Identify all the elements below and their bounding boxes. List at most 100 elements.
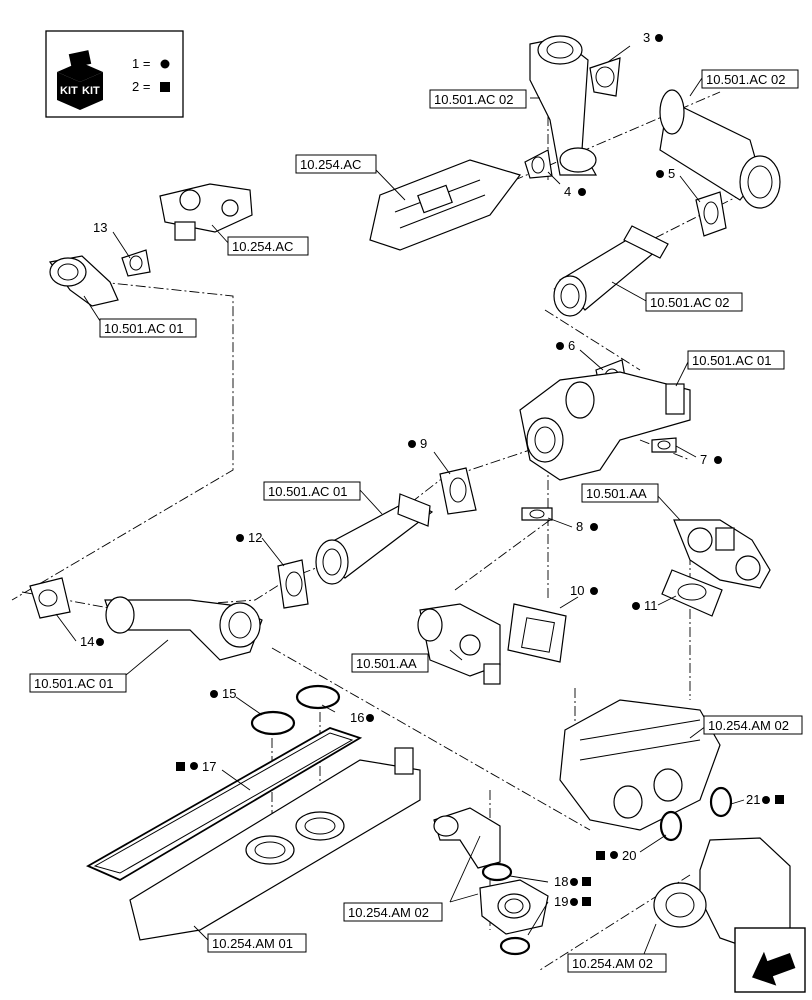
svg-text:10.254.AC: 10.254.AC bbox=[232, 239, 293, 254]
right-elbow-outlet bbox=[653, 837, 791, 953]
svg-text:10.254.AM 01: 10.254.AM 01 bbox=[212, 936, 293, 951]
legend-line-2: 2 = bbox=[132, 79, 150, 94]
gasket-10 bbox=[507, 603, 567, 663]
gasket-9 bbox=[439, 467, 477, 515]
svg-text:10.501.AC 02: 10.501.AC 02 bbox=[706, 72, 786, 87]
gasket-8 bbox=[521, 507, 553, 521]
callout-10: 10 bbox=[570, 583, 598, 598]
callout-13: 13 bbox=[93, 220, 107, 235]
callout-16: 16 bbox=[350, 710, 374, 725]
svg-text:21: 21 bbox=[746, 792, 760, 807]
svg-text:17: 17 bbox=[202, 759, 216, 774]
reference-labels: 10.501.AC 02 10.501.AC 02 10.254.AC 10.2… bbox=[29, 69, 803, 973]
svg-text:10: 10 bbox=[570, 583, 584, 598]
svg-text:10.501.AC 01: 10.501.AC 01 bbox=[34, 676, 114, 691]
ref-label[interactable]: 10.501.AC 01 bbox=[687, 350, 785, 370]
lower-elbow-pipe bbox=[104, 596, 263, 661]
top-elbow-pipe bbox=[529, 35, 598, 176]
oring-15 bbox=[250, 710, 296, 736]
svg-text:18: 18 bbox=[554, 874, 568, 889]
callout-21: 21 bbox=[746, 792, 784, 807]
ref-label[interactable]: 10.254.AM 02 bbox=[343, 902, 443, 922]
ref-label[interactable]: 10.254.AM 02 bbox=[567, 953, 667, 973]
svg-text:10.501.AC 02: 10.501.AC 02 bbox=[650, 295, 730, 310]
ref-label[interactable]: 10.501.AC 02 bbox=[645, 292, 743, 312]
svg-text:10.254.AM 02: 10.254.AM 02 bbox=[708, 718, 789, 733]
kit-box-icon: KIT KIT bbox=[57, 50, 103, 110]
oring-18 bbox=[481, 862, 513, 882]
svg-text:10.501.AC 01: 10.501.AC 01 bbox=[104, 321, 184, 336]
exhaust-manifold-center bbox=[519, 371, 691, 481]
long-cooler-pipe bbox=[315, 493, 434, 585]
callout-5: 5 bbox=[656, 166, 675, 181]
callout-12: 12 bbox=[236, 530, 262, 545]
intake-manifold bbox=[129, 747, 421, 941]
svg-text:13: 13 bbox=[93, 220, 107, 235]
callout-11: 11 bbox=[632, 598, 658, 613]
gasket-14 bbox=[29, 577, 71, 619]
svg-text:12: 12 bbox=[248, 530, 262, 545]
svg-text:20: 20 bbox=[622, 848, 636, 863]
next-page-arrow-icon[interactable] bbox=[734, 927, 806, 993]
legend-square-icon bbox=[160, 82, 170, 92]
ref-label[interactable]: 10.254.AM 02 bbox=[703, 715, 803, 735]
gasket-4 bbox=[524, 149, 553, 179]
svg-text:11: 11 bbox=[644, 598, 658, 613]
gasket-12 bbox=[277, 559, 309, 609]
left-elbow-flange bbox=[48, 255, 119, 307]
callout-14: 14 bbox=[80, 634, 104, 649]
upper-straight-pipe bbox=[659, 89, 781, 209]
callout-9: 9 bbox=[408, 436, 427, 451]
svg-text:10.501.AC 01: 10.501.AC 01 bbox=[692, 353, 772, 368]
svg-text:7: 7 bbox=[700, 452, 707, 467]
ref-label[interactable]: 10.501.AC 02 bbox=[429, 89, 527, 109]
ref-label[interactable]: 10.254.AM 01 bbox=[207, 933, 307, 953]
gasket-13 bbox=[121, 249, 151, 277]
callout-18: 18 bbox=[554, 874, 591, 889]
oring-20 bbox=[659, 810, 683, 842]
svg-text:10.501.AC 01: 10.501.AC 01 bbox=[268, 484, 348, 499]
ref-label[interactable]: 10.501.AC 01 bbox=[263, 481, 361, 501]
callout-4: 4 bbox=[564, 184, 586, 199]
svg-text:10.501.AC 02: 10.501.AC 02 bbox=[434, 92, 514, 107]
oring-21 bbox=[709, 786, 733, 818]
egr-cooler-block bbox=[559, 699, 721, 831]
kit-label-left: KIT bbox=[60, 85, 78, 97]
callout-6: 6 bbox=[556, 338, 575, 353]
middle-pipe bbox=[553, 225, 669, 317]
callout-20: 20 bbox=[596, 848, 636, 863]
ref-label[interactable]: 10.501.AA bbox=[581, 483, 659, 503]
kit-label-right: KIT bbox=[82, 85, 100, 97]
ref-label[interactable]: 10.254.AC bbox=[227, 236, 309, 256]
callout-17: 17 bbox=[176, 759, 216, 774]
ref-label[interactable]: 10.254.AC bbox=[295, 154, 377, 174]
svg-text:3: 3 bbox=[643, 30, 650, 45]
kit-legend: KIT KIT 1 = 2 = bbox=[45, 30, 184, 118]
egr-cooler-body-top bbox=[369, 159, 521, 251]
svg-text:15: 15 bbox=[222, 686, 236, 701]
callout-19: 19 bbox=[554, 894, 591, 909]
gasket-7 bbox=[651, 437, 677, 453]
legend-circle-icon bbox=[160, 59, 170, 69]
legend-line-1: 1 = bbox=[132, 56, 150, 71]
callout-7: 7 bbox=[700, 452, 722, 467]
callout-3: 3 bbox=[643, 30, 663, 45]
leader-lines bbox=[55, 45, 745, 965]
svg-text:19: 19 bbox=[554, 894, 568, 909]
gasket-3 bbox=[589, 57, 621, 97]
svg-text:9: 9 bbox=[420, 436, 427, 451]
callout-15: 15 bbox=[210, 686, 236, 701]
ref-label[interactable]: 10.501.AC 01 bbox=[99, 318, 197, 338]
ref-label[interactable]: 10.501.AC 02 bbox=[701, 69, 799, 89]
svg-text:14: 14 bbox=[80, 634, 94, 649]
gasket-5 bbox=[695, 191, 727, 237]
manifold-gasket-17 bbox=[85, 727, 363, 882]
svg-text:10.254.AM 02: 10.254.AM 02 bbox=[348, 905, 429, 920]
svg-text:6: 6 bbox=[568, 338, 575, 353]
ref-label[interactable]: 10.501.AA bbox=[351, 653, 429, 673]
ref-label[interactable]: 10.501.AC 01 bbox=[29, 673, 127, 693]
callouts: 3 4 5 6 7 8 9 10 11 12 13 14 15 16 17 18… bbox=[80, 30, 784, 909]
egr-valve-right bbox=[673, 519, 771, 589]
svg-text:4: 4 bbox=[564, 184, 571, 199]
